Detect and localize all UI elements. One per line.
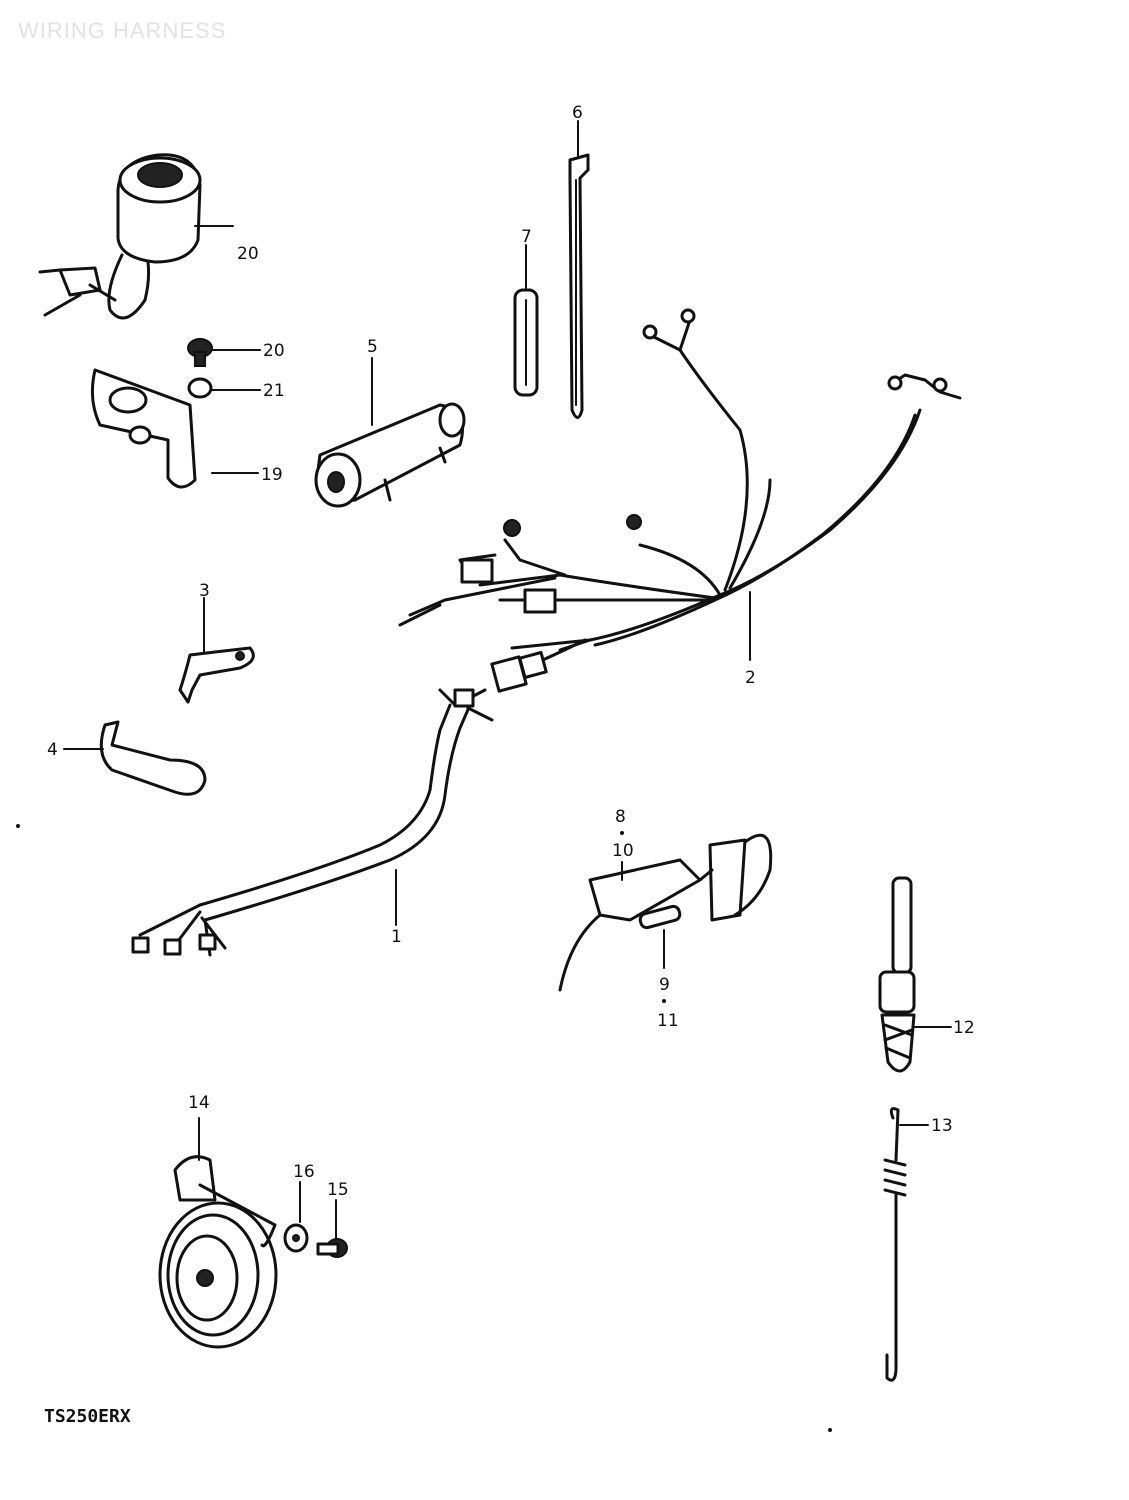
callout-10: 10: [612, 841, 634, 861]
callout-12: 12: [953, 1018, 975, 1038]
nut-21-part: [187, 377, 213, 399]
callout-16: 16: [293, 1162, 315, 1182]
callout-21: 21: [263, 381, 285, 401]
fuse-holder-part: [558, 833, 773, 992]
harness-2-part: [398, 308, 962, 693]
screw-15-part: [316, 1238, 348, 1258]
callout-6: 6: [572, 103, 583, 123]
callout-17-18: 20: [237, 244, 259, 264]
harness-1-part: [131, 688, 494, 957]
ignition-coil-part: [314, 402, 466, 508]
callout-11: 11: [657, 1011, 679, 1031]
switch-12-part: [878, 876, 916, 1073]
spring-13-part: [883, 1107, 907, 1382]
callout-5: 5: [367, 337, 378, 357]
callout-20: 20: [263, 341, 285, 361]
callout-9: 9: [659, 975, 670, 995]
callout-19: 19: [261, 465, 283, 485]
callout-15: 15: [327, 1180, 349, 1200]
callout-1: 1: [391, 927, 402, 947]
tube-7-part: [513, 288, 539, 397]
callout-14: 14: [188, 1093, 210, 1113]
callout-2: 2: [745, 668, 756, 688]
screw-20-part: [187, 338, 213, 367]
horn-part: [158, 1155, 278, 1349]
diagram-title: WIRING HARNESS: [18, 18, 226, 43]
clamp-4-part: [99, 720, 207, 796]
callout-13: 13: [931, 1116, 953, 1136]
washer-16-part: [283, 1223, 309, 1253]
tube-6-part: [568, 153, 590, 419]
callout-7: 7: [521, 227, 532, 247]
bracket-part: [90, 368, 197, 489]
callout-3: 3: [199, 581, 210, 601]
clamp-3-part: [178, 646, 255, 704]
model-code: TS250ERX: [44, 1406, 131, 1427]
callout-4: 4: [47, 740, 58, 760]
ignition-switch-part: [38, 153, 202, 320]
callout-8: 8: [615, 807, 626, 827]
